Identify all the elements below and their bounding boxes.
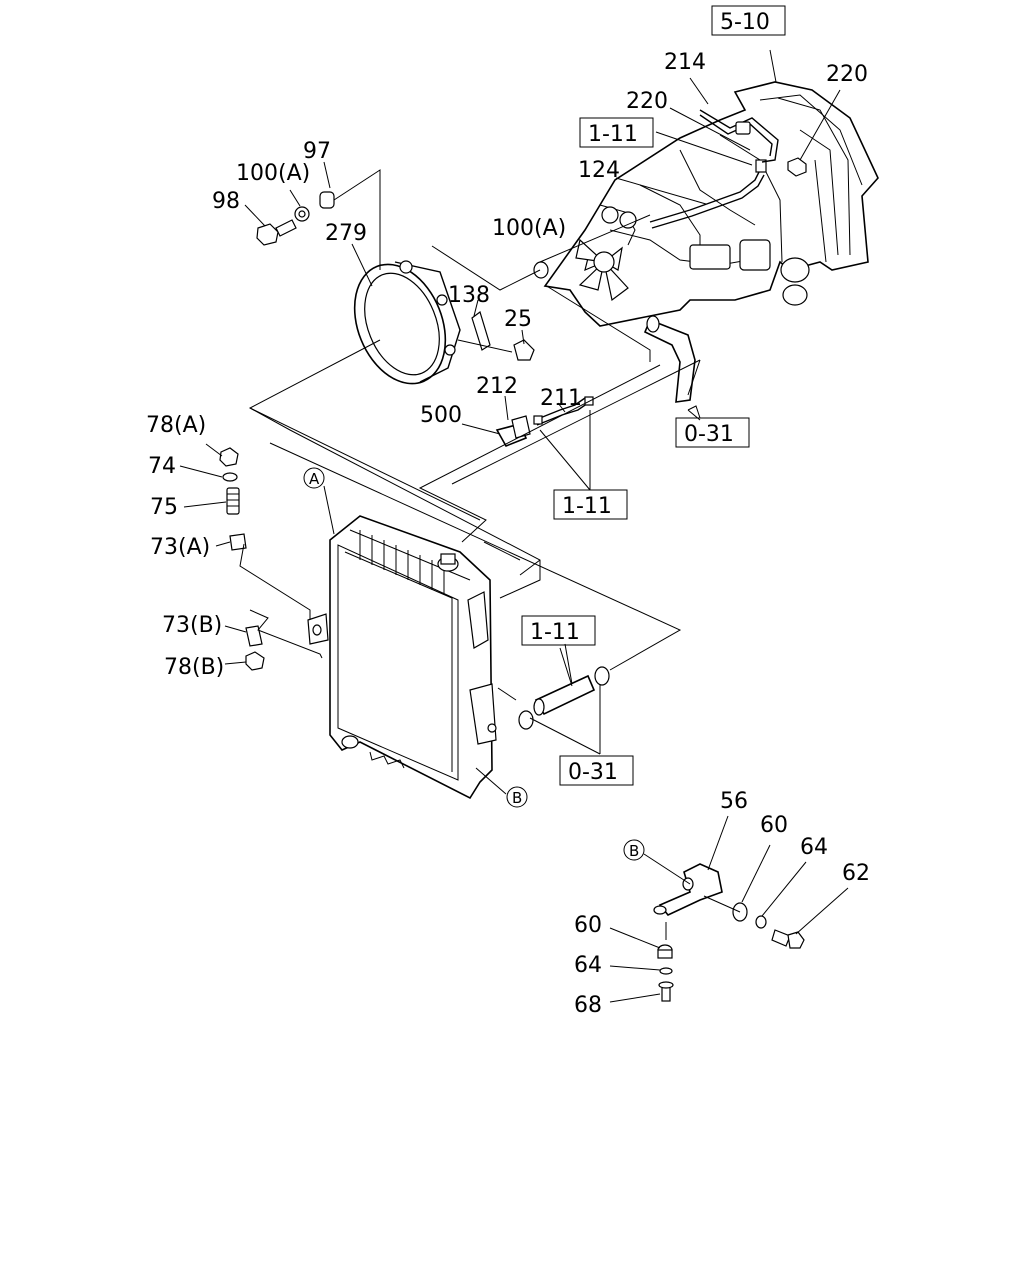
mount-stack-left [219, 447, 265, 671]
label-138: 138 [448, 283, 490, 308]
leader-lines [179, 49, 849, 1003]
label-62: 62 [842, 861, 870, 886]
callout-b-radiator: B [512, 789, 522, 807]
label-279: 279 [325, 221, 367, 246]
label-97: 97 [303, 139, 331, 164]
label-124: 124 [578, 158, 620, 183]
ref-box-0-31-mid [675, 417, 750, 448]
ref-5-10: 5-10 [720, 10, 770, 35]
label-64-top: 64 [800, 835, 828, 860]
ref-0-31-mid: 0-31 [684, 422, 734, 447]
label-60-bot: 60 [574, 913, 602, 938]
ref-0-31-low: 0-31 [568, 760, 618, 785]
grommet-100a [533, 261, 549, 279]
callout-b-bracket: B [629, 842, 639, 860]
label-73b: 73(B) [162, 613, 222, 638]
reference-boxes: 5-10 1-11 0-31 1-11 1-11 0-31 [521, 5, 786, 786]
label-214: 214 [664, 50, 706, 75]
ref-box-5-10 [711, 5, 786, 36]
ref-1-11-mid: 1-11 [562, 494, 612, 519]
label-25: 25 [504, 307, 532, 332]
bolt-set-top [256, 191, 335, 246]
label-212: 212 [476, 374, 518, 399]
ref-1-11-top: 1-11 [588, 122, 638, 147]
ref-box-1-11-top [579, 117, 654, 148]
part-number-labels: 97 100(A) 98 279 100(A) 138 25 124 214 2… [146, 50, 870, 1018]
label-64-bot: 64 [574, 953, 602, 978]
label-78b: 78(B) [164, 655, 224, 680]
label-500: 500 [420, 403, 462, 428]
callout-a-circle [303, 467, 325, 489]
engine-assembly [543, 81, 879, 403]
ref-1-11-low: 1-11 [530, 620, 580, 645]
label-74: 74 [148, 454, 176, 479]
radiator [307, 515, 497, 800]
stay-bracket-56 [653, 863, 805, 1002]
label-220-left: 220 [626, 89, 668, 114]
label-100a-top: 100(A) [236, 161, 310, 186]
label-98: 98 [212, 189, 240, 214]
label-75: 75 [150, 495, 178, 520]
label-73a: 73(A) [150, 535, 210, 560]
label-211: 211 [540, 386, 582, 411]
label-100a-mid: 100(A) [492, 216, 566, 241]
label-60-top: 60 [760, 813, 788, 838]
clip-and-bolt [471, 311, 535, 361]
lower-hose [518, 666, 610, 730]
label-78a: 78(A) [146, 413, 206, 438]
ref-box-1-11-low [521, 615, 596, 646]
fan [575, 238, 629, 302]
callout-b-radiator-circle [506, 786, 528, 808]
callout-a: A [309, 470, 320, 488]
ref-box-1-11-mid [553, 489, 628, 520]
label-68: 68 [574, 993, 602, 1018]
fan-shroud-279 [353, 260, 461, 385]
ref-box-0-31-low [559, 755, 634, 786]
callout-b-bracket-circle [623, 839, 645, 861]
label-56: 56 [720, 789, 748, 814]
label-220-right: 220 [826, 62, 868, 87]
circled-callouts: A B B [303, 467, 645, 861]
